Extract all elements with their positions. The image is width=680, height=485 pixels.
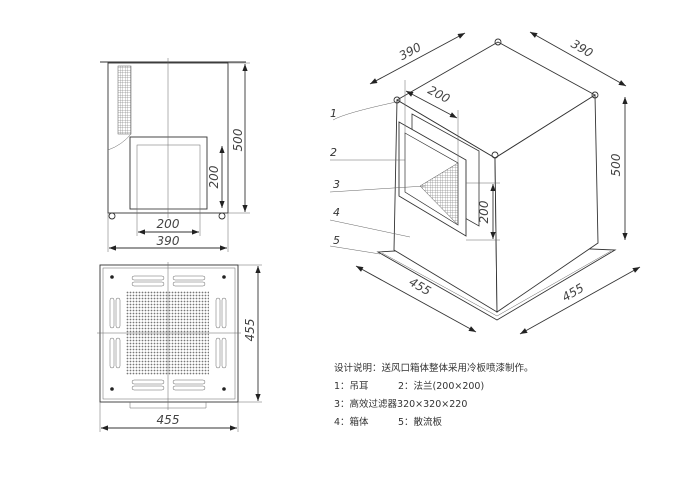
- note-item-1: 1：吊耳: [334, 381, 369, 392]
- label-4: 4: [333, 206, 340, 219]
- dim-bottom-width: 455: [157, 413, 180, 427]
- design-notes: 设计说明：送风口箱体整体采用冷板喷漆制作。 1：吊耳 2：法兰(200×200)…: [334, 362, 534, 428]
- note-item-2: 2：法兰(200×200): [398, 380, 484, 392]
- label-1: 1: [330, 107, 337, 120]
- notes-title: 设计说明：送风口箱体整体采用冷板喷漆制作。: [334, 362, 534, 374]
- dim-side-flange-height: 200: [207, 165, 221, 188]
- label-5: 5: [333, 234, 340, 247]
- side-view: 500 200 200 390: [100, 58, 250, 252]
- dim-iso-width: 390: [569, 37, 596, 61]
- note-item-3: 3：高效过滤器320×320×220: [334, 398, 467, 410]
- note-item-4: 4：箱体: [334, 416, 369, 428]
- dim-iso-height: 500: [609, 153, 623, 176]
- isometric-view: 390 390 200 500 200 455 455 1 2 3 4 5: [329, 31, 641, 335]
- label-2: 2: [330, 146, 337, 159]
- dim-iso-flange-height: 200: [477, 200, 491, 223]
- dim-bottom-height: 455: [243, 319, 257, 342]
- label-3: 3: [333, 178, 340, 191]
- dim-side-flange-width: 200: [157, 217, 180, 231]
- dim-iso-depth: 390: [397, 40, 424, 63]
- bottom-view: 455 455: [97, 262, 262, 432]
- dim-side-width: 390: [157, 234, 180, 248]
- note-item-5: 5：散流板: [398, 416, 443, 428]
- dim-side-height: 500: [231, 128, 245, 151]
- dim-iso-base-right: 455: [560, 281, 587, 305]
